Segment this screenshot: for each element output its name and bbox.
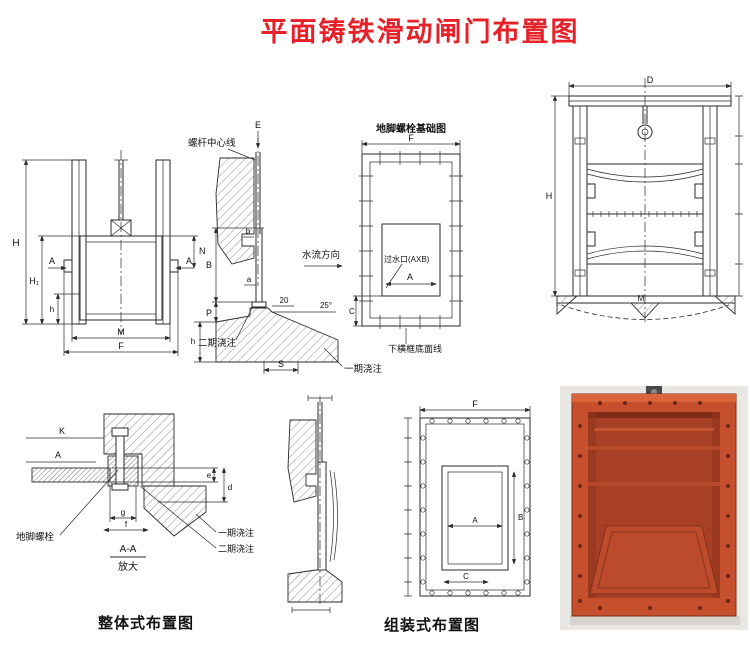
dim-A-label: A [55,450,61,460]
page-title: 平面铸铁滑动闸门布置图 [260,17,580,47]
dim-C-label: C [463,572,469,581]
first-pour-label: 一期浇注 [218,527,254,538]
photo-bolts [578,401,730,610]
dim-h-label: h [50,305,54,314]
dim-A-label: A [472,516,478,525]
foundation-plan-title: 地脚螺栓基础图 [376,122,446,135]
dim-K-label: K [59,426,65,436]
dim-H-label: H [546,191,553,201]
frame-bolts [420,418,530,596]
section-a-right-label: A [186,256,192,266]
dim-20-label: 20 [280,296,289,305]
angle-25-label: 25° [320,301,332,310]
section-name-label: A-A [120,544,137,555]
second-pour-label: 二期浇注 [218,543,254,554]
dim-f-label: f [125,520,128,529]
dim-E-label: E [255,120,261,130]
section-scale-label: 放大 [118,560,138,573]
dim-F-label: F [118,341,124,351]
dim-D-label: D [647,75,654,85]
first-pour-label: 一期浇注 [344,363,383,375]
caption-assembled: 组装式布置图 [383,617,480,634]
dim-M-label: M [117,327,125,337]
dim-B-label: B [518,513,523,522]
caption-integral: 整体式布置图 [97,615,194,632]
second-pour-label: 二期浇注 [198,337,237,349]
front-view-drawing: A A H H₁ h N M F [12,150,206,356]
dim-S-label: S [278,359,284,369]
dim-F-label: F [408,133,414,143]
section-a-left-label: A [49,256,55,266]
right-elevation-drawing: D H M [546,75,743,322]
assembled-side-section-drawing [287,395,343,613]
opening-label: 过水口(AXB) [384,254,430,264]
detail-aa-drawing: K A e d g f 地脚螺栓 一期浇注 二期浇注 A-A 放大 [16,413,254,573]
dim-b-label: b [246,227,251,236]
dim-H1-label: H₁ [29,276,39,286]
bottom-frame-line-label: 下横框底面线 [388,343,442,354]
gate-photo [560,386,748,630]
dim-B-label: B [206,260,212,270]
dim-e-label: e [207,471,212,480]
dim-P-label: P [206,308,212,318]
dim-N-label: N [199,246,206,256]
flow-direction-label: 水流方向 [302,249,340,261]
screw-centerline-label: 螺杆中心线 [188,137,236,149]
anchor-bolt-label: 地脚螺栓 [16,531,55,543]
dim-a-label: a [247,275,252,284]
dim-F-label: F [472,399,478,409]
dim-g-label: g [121,508,125,517]
foundation-plan-drawing: 地脚螺栓基础图 F 过水口(AXB) A C 下横框底面线 [349,122,463,354]
dim-H-label: H [12,238,19,249]
dim-M-label: M [638,294,645,303]
dim-h2-label: h [191,337,195,346]
dim-d-label: d [228,483,232,492]
dim-C-label: C [349,307,355,316]
side-section-drawing: E 螺杆中心线 b a B P 水流方向 20 25° 二期浇注 一期浇注 S [188,120,383,375]
assembled-front-view-drawing: F A B C [404,399,531,597]
dim-A-label: A [407,272,413,282]
